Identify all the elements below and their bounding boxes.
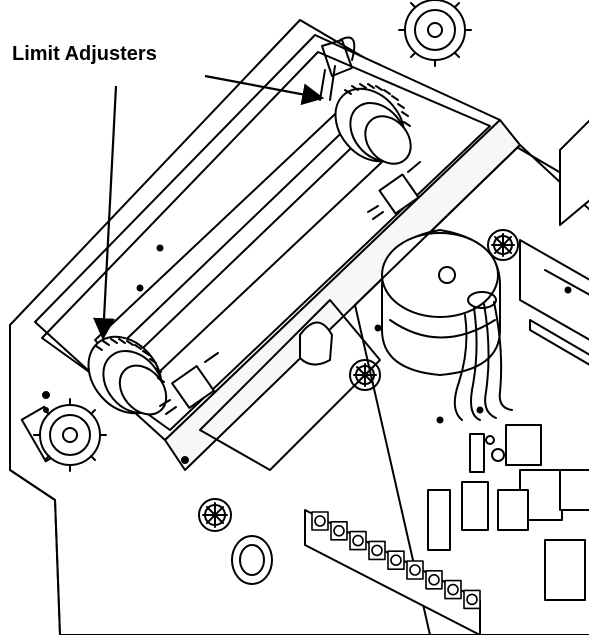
left-compartment-floor — [199, 299, 381, 471]
terminal-screw — [352, 534, 364, 547]
grommet-front — [198, 498, 232, 532]
front-knob — [231, 535, 273, 585]
terminal-screw — [371, 544, 383, 557]
terminal-strip — [304, 509, 481, 635]
upper-bracket — [321, 39, 353, 77]
arrow-icon — [93, 74, 325, 341]
terminal-screw — [409, 564, 421, 576]
wire-bundle — [453, 291, 513, 421]
terminal-screw — [390, 554, 402, 567]
left-sprocket — [20, 398, 107, 472]
limit-adjusters-label: Limit Adjusters — [12, 43, 157, 65]
upper-limit-adjuster — [334, 83, 412, 165]
transformer — [381, 229, 501, 376]
upper-micro-switch — [367, 161, 421, 220]
terminal-screw — [447, 583, 459, 596]
terminal-screw — [314, 515, 326, 527]
grommet-upper — [487, 229, 519, 261]
relay-blocks — [497, 424, 589, 601]
terminal-screw — [466, 593, 478, 606]
lower-micro-switch — [159, 352, 219, 415]
lower-limit-adjuster — [87, 335, 168, 416]
terminal-screw — [333, 524, 345, 537]
terminal-screw — [428, 573, 440, 586]
gear-icon — [398, 0, 472, 67]
pcb-components — [427, 433, 505, 551]
housing-left-side — [9, 324, 61, 635]
